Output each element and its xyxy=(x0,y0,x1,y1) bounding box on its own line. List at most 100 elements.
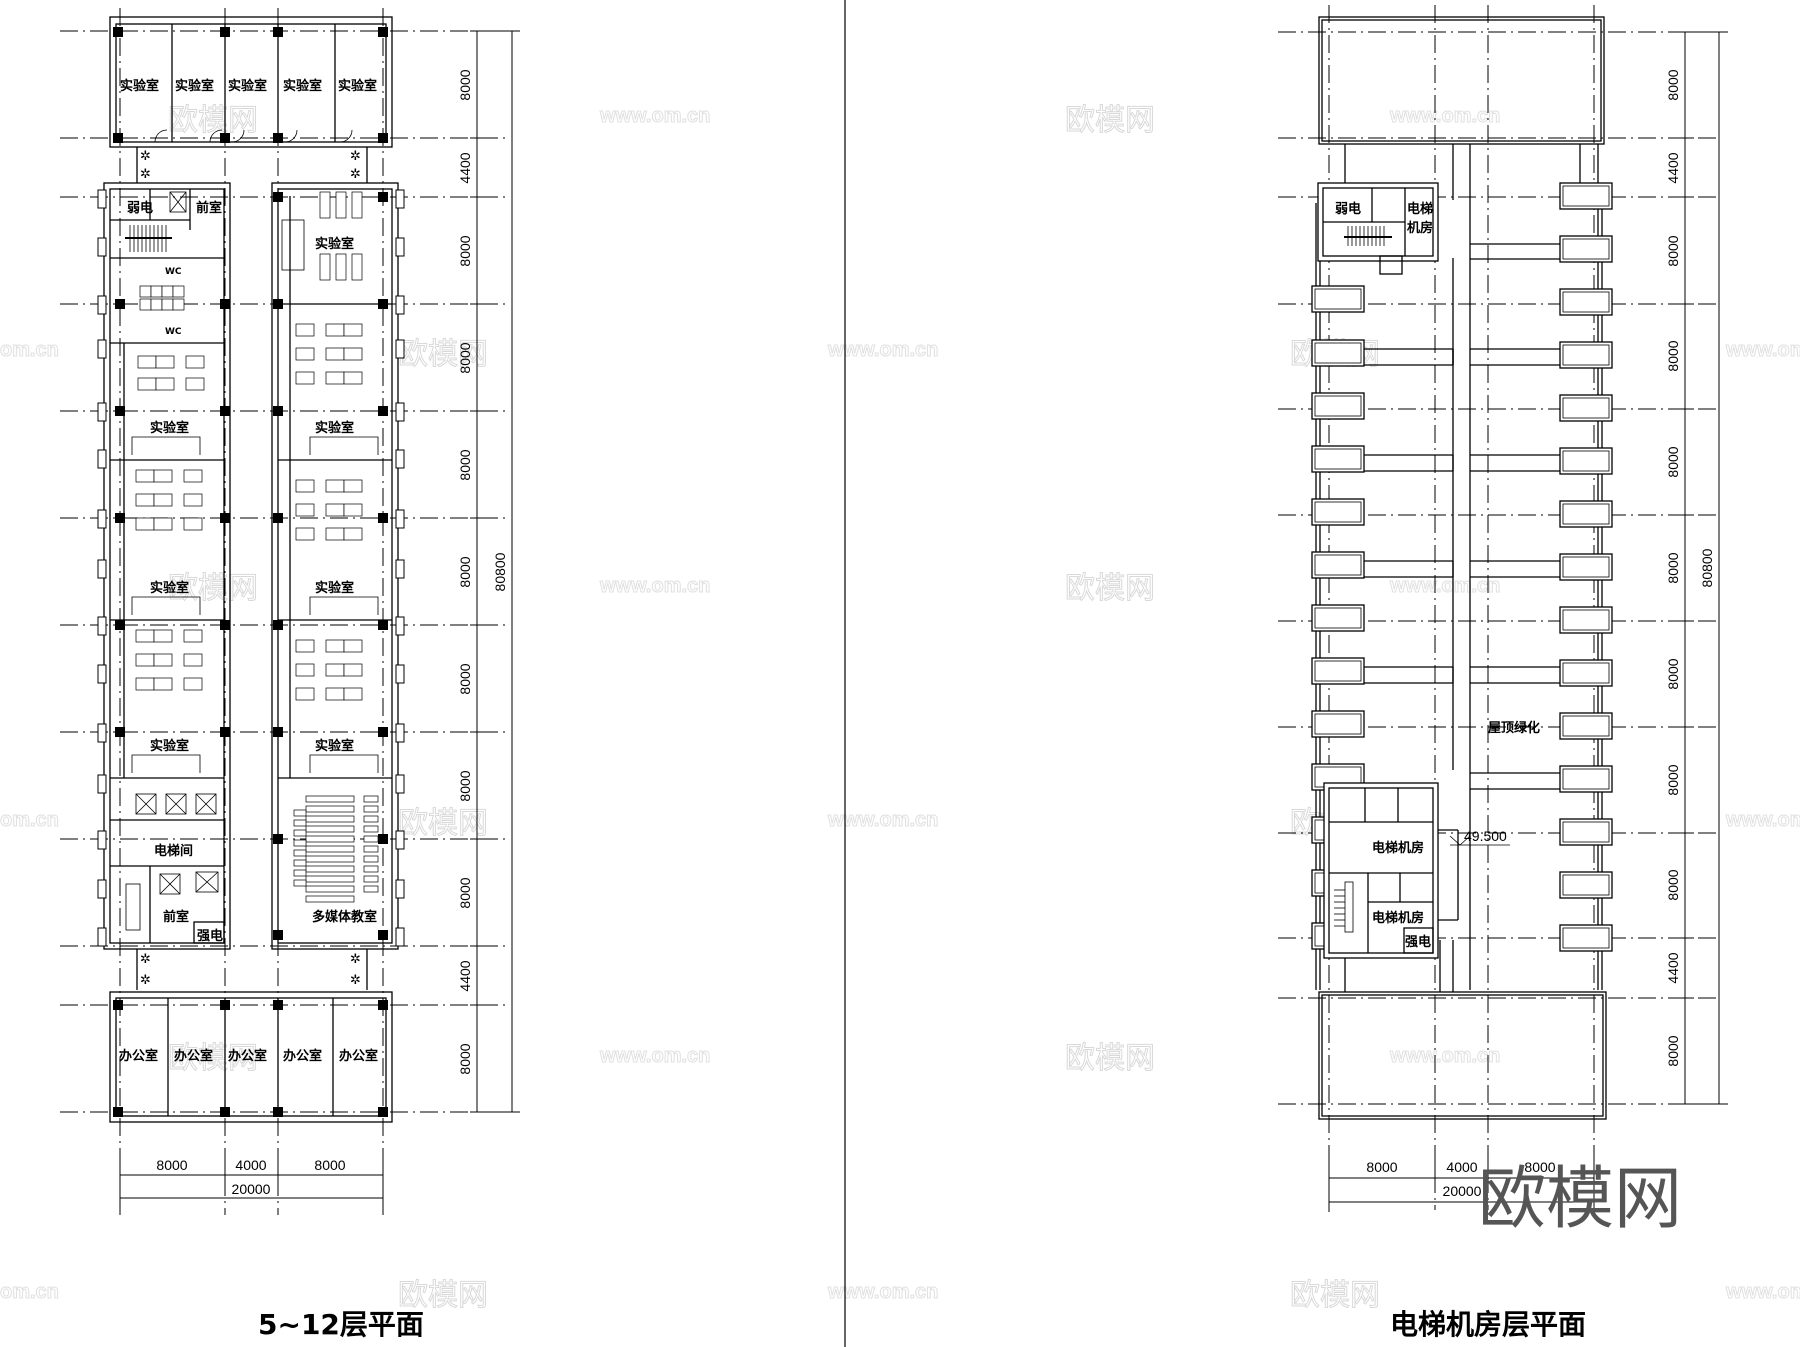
watermark-url: www.om.cn xyxy=(1725,809,1800,831)
watermark-url: om.cn xyxy=(0,339,59,361)
dim-label: 8000 xyxy=(457,663,473,694)
room-label: 办公室 xyxy=(339,1048,378,1064)
watermark-url: www.om.cn xyxy=(827,809,938,831)
vent-icon: ✲ xyxy=(140,167,151,182)
top-lab-block: 实验室 实验室 实验室 实验室 实验室 xyxy=(109,16,393,148)
watermark-logo: 欧模网 xyxy=(1065,1041,1155,1076)
room-label: 弱电 xyxy=(1335,201,1361,217)
room-label: 实验室 xyxy=(228,78,267,94)
watermark-logo: 欧模网 xyxy=(398,806,488,841)
dim-label: 8000 xyxy=(457,770,473,801)
elevation-label: 49.500 xyxy=(1464,828,1507,844)
room-label: 实验室 xyxy=(150,420,189,436)
watermark-url: www.om.cn xyxy=(599,575,710,597)
dim-total-label: 20000 xyxy=(232,1181,271,1197)
auditorium-seating xyxy=(293,795,379,903)
dim-label: 8000 xyxy=(1665,235,1681,266)
room-label: 强电 xyxy=(1405,934,1431,950)
watermark-logo: 欧模网 xyxy=(1290,1278,1380,1313)
room-label: WC xyxy=(165,327,182,337)
room-label: 实验室 xyxy=(175,78,214,94)
room-label: 办公室 xyxy=(174,1048,213,1064)
vent-icon: ✲ xyxy=(350,973,361,988)
watermark-logo-large: 欧模网 xyxy=(1478,1160,1682,1239)
room-label: 实验室 xyxy=(315,420,354,436)
room-label: 电梯间 xyxy=(154,843,193,859)
watermark-logo: 欧模网 xyxy=(398,1278,488,1313)
room-label: 前室 xyxy=(163,909,189,925)
dim-label: 8000 xyxy=(1665,658,1681,689)
dim-label: 8000 xyxy=(457,877,473,908)
dim-label: 8000 xyxy=(457,556,473,587)
dim-label: 4400 xyxy=(457,960,473,991)
room-label: 实验室 xyxy=(150,738,189,754)
room-label: 弱电 xyxy=(127,200,153,216)
watermark-url: om.cn xyxy=(0,1281,59,1303)
dim-label: 8000 xyxy=(1665,340,1681,371)
watermark-logo: 欧模网 xyxy=(168,571,258,606)
vent-icon: ✲ xyxy=(350,952,361,967)
desk-group xyxy=(135,355,205,691)
vent-icon: ✲ xyxy=(140,952,151,967)
dim-label: 4000 xyxy=(1446,1159,1477,1175)
watermark-url: www.om.cn xyxy=(1389,1045,1500,1067)
dim-total-label: 80800 xyxy=(1699,548,1715,587)
room-label: 电梯机房 xyxy=(1372,910,1424,926)
vent-icon: ✲ xyxy=(140,149,151,164)
dim-label: 8000 xyxy=(1665,446,1681,477)
room-label: 实验室 xyxy=(315,580,354,596)
room-label: 强电 xyxy=(197,928,223,944)
dim-label: 8000 xyxy=(457,69,473,100)
watermark-url: www.om.cn xyxy=(1725,1281,1800,1303)
room-label: 实验室 xyxy=(120,78,159,94)
dim-label: 4000 xyxy=(235,1157,266,1173)
watermark-url: www.om.cn xyxy=(599,1045,710,1067)
dim-label: 8000 xyxy=(1524,1159,1555,1175)
room-label: 实验室 xyxy=(315,738,354,754)
watermark-layer: 欧模网 www.om.cn 欧模网 www.om.cn om.cn 欧模网 ww… xyxy=(0,103,1800,1314)
room-label: 机房 xyxy=(1407,220,1433,236)
bottom-core: 电梯机房 电梯机房 强电 49.500 xyxy=(1323,782,1510,992)
corridor-branches xyxy=(1362,243,1568,790)
dim-total-label: 80800 xyxy=(492,552,508,591)
top-core: 弱电 电梯 机房 xyxy=(1317,182,1439,275)
watermark-logo: 欧模网 xyxy=(168,1041,258,1076)
main-body: 弱电 前室 WC WC xyxy=(97,182,405,950)
right-floor-plan: 弱电 电梯 机房 xyxy=(1278,5,1728,1341)
watermark-logo: 欧模网 xyxy=(1065,571,1155,606)
plan-title: 5~12层平面 xyxy=(258,1308,424,1341)
watermark-url: www.om.cn xyxy=(599,105,710,127)
dim-label: 8000 xyxy=(1665,552,1681,583)
room-label: 实验室 xyxy=(315,236,354,252)
dim-label: 8000 xyxy=(457,449,473,480)
room-label: 电梯机房 xyxy=(1372,840,1424,856)
watermark-logo: 欧模网 xyxy=(1065,103,1155,138)
watermark-logo: 欧模网 xyxy=(398,337,488,372)
dim-label: 8000 xyxy=(1366,1159,1397,1175)
watermark-logo: 欧模网 xyxy=(168,103,258,138)
dim-label: 8000 xyxy=(457,235,473,266)
vent-icon: ✲ xyxy=(350,149,361,164)
dim-label: 8000 xyxy=(457,342,473,373)
vertical-dimensions: 8000 4400 8000 8000 8000 8000 8000 8000 … xyxy=(1665,31,1728,1105)
watermark-url: www.om.cn xyxy=(827,339,938,361)
dim-label: 8000 xyxy=(457,1043,473,1074)
dim-label: 4400 xyxy=(457,152,473,183)
plan-title: 电梯机房层平面 xyxy=(1390,1308,1586,1341)
vertical-dimensions: 8000 4400 8000 8000 8000 8000 8000 8000 … xyxy=(457,30,520,1113)
dim-label: 8000 xyxy=(1665,764,1681,795)
watermark-url: www.om.cn xyxy=(1389,575,1500,597)
planter-boxes xyxy=(1311,182,1613,952)
room-label: 办公室 xyxy=(119,1048,158,1064)
dim-label: 4400 xyxy=(1665,952,1681,983)
room-label: 实验室 xyxy=(338,78,377,94)
room-label: 办公室 xyxy=(283,1048,322,1064)
dim-total-label: 20000 xyxy=(1443,1183,1482,1199)
dim-label: 8000 xyxy=(1665,1035,1681,1066)
room-label: WC xyxy=(165,267,182,277)
room-label: 多媒体教室 xyxy=(312,909,377,925)
vent-icon: ✲ xyxy=(350,167,361,182)
watermark-url: www.om.cn xyxy=(1725,339,1800,361)
room-label: 实验室 xyxy=(283,78,322,94)
